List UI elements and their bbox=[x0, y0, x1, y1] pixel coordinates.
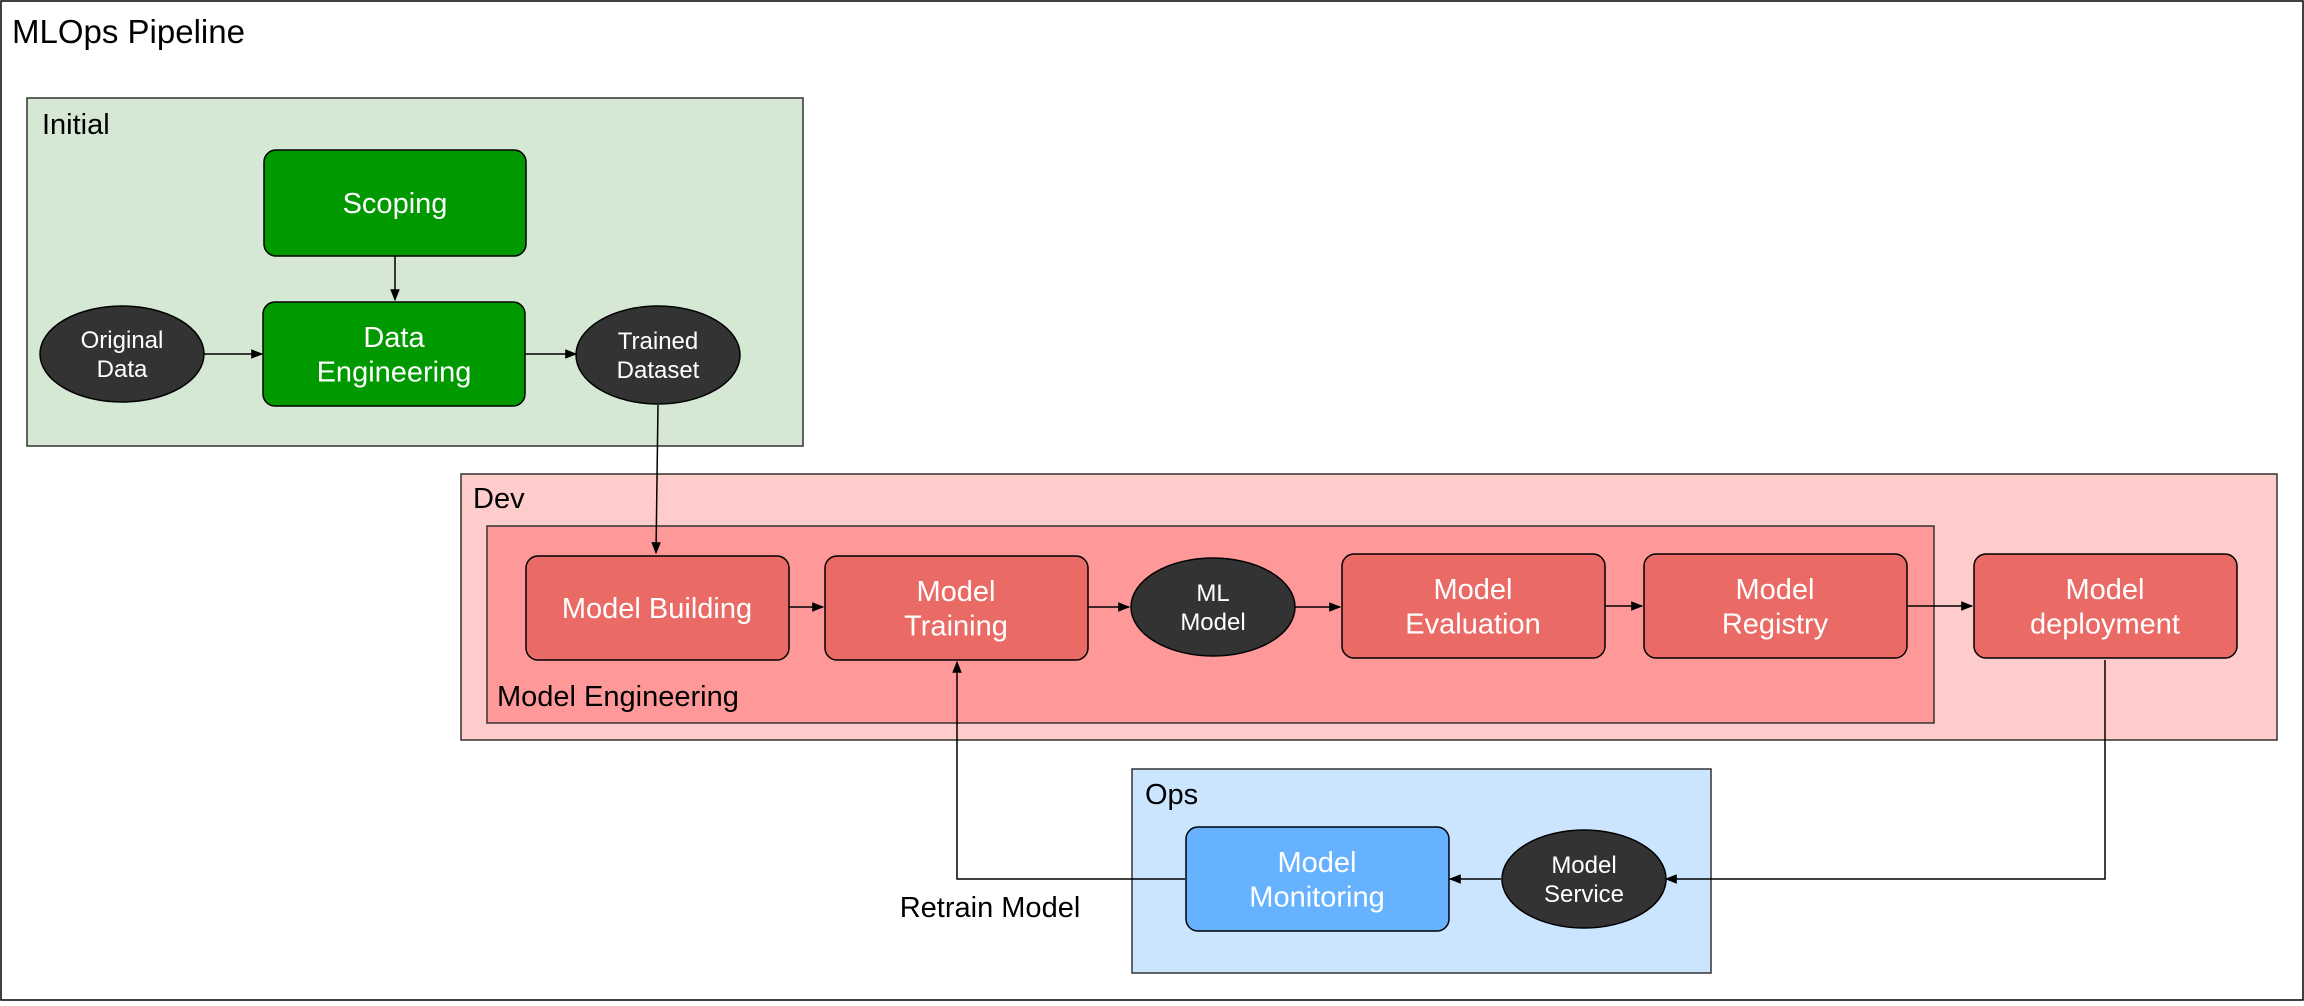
edge-label-retrain: Retrain Model bbox=[900, 892, 1081, 924]
group-model-engineering-label: Model Engineering bbox=[497, 681, 739, 713]
node-label-line: Engineering bbox=[317, 357, 472, 389]
node-label-line: Registry bbox=[1722, 609, 1829, 641]
node-label-line: Model bbox=[1736, 574, 1815, 606]
node-label-line: Training bbox=[904, 611, 1008, 643]
node-label-line: Trained bbox=[618, 328, 698, 355]
node-label: Model Building bbox=[562, 593, 752, 625]
node-label-line: Model bbox=[1434, 574, 1513, 606]
node-label-line: ML bbox=[1196, 580, 1229, 607]
node-label-line: Scoping bbox=[343, 188, 448, 220]
node-label-line: Model bbox=[1551, 852, 1616, 879]
node-label-line: Model bbox=[917, 576, 996, 608]
node-label-line: Evaluation bbox=[1405, 609, 1540, 641]
edge-retrain-model bbox=[952, 660, 1185, 880]
node-label-line: Original bbox=[81, 327, 164, 354]
node-scoping[interactable]: Scoping bbox=[263, 149, 527, 257]
node-label-line: Dataset bbox=[617, 357, 700, 384]
node-label-line: Data bbox=[97, 356, 148, 383]
group-ops-label: Ops bbox=[1145, 779, 1198, 811]
node-label-line: Model bbox=[2066, 574, 2145, 606]
node-label-line: Monitoring bbox=[1249, 882, 1384, 914]
node-model-building[interactable]: Model Building bbox=[525, 555, 790, 661]
node-label-line: Service bbox=[1544, 881, 1624, 908]
group-initial-label: Initial bbox=[42, 109, 110, 141]
node-label: Scoping bbox=[343, 188, 448, 220]
node-label-line: Model bbox=[1180, 609, 1245, 636]
diagram-title: MLOps Pipeline bbox=[12, 13, 245, 50]
edge-trained-dataset-to-model-building bbox=[651, 404, 661, 555]
node-label-line: Data bbox=[363, 322, 425, 354]
node-label-line: Model Building bbox=[562, 593, 752, 625]
node-label-line: Model bbox=[1278, 847, 1357, 879]
edge-model-deployment-to-model-service bbox=[1664, 660, 2106, 884]
group-dev-label: Dev bbox=[473, 483, 525, 515]
edges bbox=[204, 256, 2106, 884]
node-label-line: deployment bbox=[2030, 609, 2180, 641]
